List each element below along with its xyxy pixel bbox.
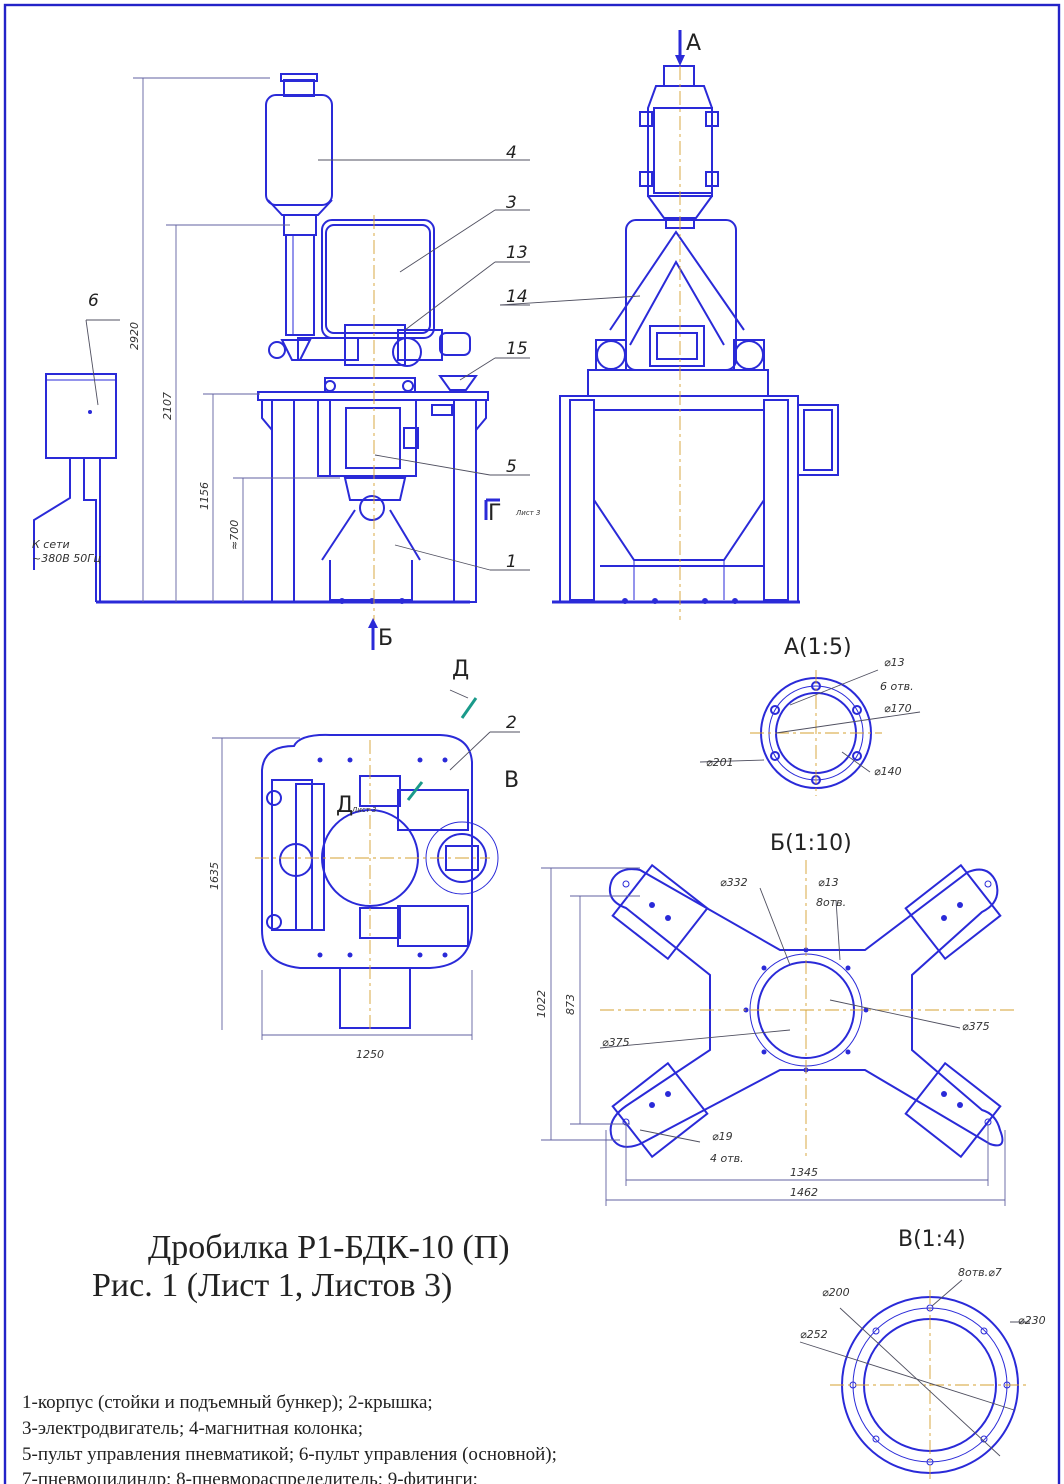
dim-2920: 2920: [128, 322, 141, 350]
view-b-d13: ⌀13: [818, 876, 839, 889]
callout-6: 6: [88, 291, 99, 311]
front-view: [33, 73, 530, 620]
legend-line-4: 7-пневмоцилиндр; 8-пневмораспределитель;…: [22, 1469, 478, 1484]
callout-3: 3: [506, 193, 517, 213]
callout-1: 1: [506, 552, 517, 572]
side-view: [499, 30, 839, 620]
dim-1156: 1156: [198, 482, 211, 510]
ref-d-label: Д: [336, 793, 353, 818]
legend-line-2: 3-электродвигатель; 4-магнитная колонка;: [22, 1418, 363, 1439]
power-label-2: ~380В 50Гц: [32, 552, 101, 565]
view-v-holes: 8отв.⌀7: [958, 1266, 1002, 1279]
view-b-d19: ⌀19: [712, 1130, 733, 1143]
callout-5: 5: [506, 457, 517, 477]
view-a-d170: ⌀170: [884, 702, 912, 715]
view-b-d375-left: ⌀375: [602, 1036, 630, 1049]
arrow-b-label: Б: [378, 626, 393, 651]
view-b-title: Б(1:10): [770, 831, 852, 856]
view-b-dim-1462: 1462: [790, 1186, 818, 1199]
view-v-d252: ⌀252: [800, 1328, 828, 1341]
top-view: [212, 689, 520, 1040]
view-v-flange: [799, 1279, 1030, 1480]
callout-13: 13: [506, 243, 528, 263]
view-a-title: А(1:5): [784, 635, 852, 660]
view-b-base-plate: [541, 860, 1015, 1206]
power-label-1: К сети: [32, 538, 70, 551]
view-v-d230: ⌀230: [1018, 1314, 1046, 1327]
callout-2: 2: [506, 713, 517, 733]
view-b-d332: ⌀332: [720, 876, 748, 889]
drawing-subtitle: Рис. 1 (Лист 1, Листов 3): [92, 1267, 452, 1304]
arrow-d-label: Д: [452, 657, 469, 682]
view-a-flange: [699, 669, 921, 796]
dim-1635: 1635: [208, 862, 221, 890]
drawing-title: Дробилка Р1-БДК-10 (П): [148, 1229, 510, 1266]
ref-g-sheet: Лист 3: [515, 509, 540, 517]
view-b-holes8: 8отв.: [816, 896, 846, 909]
view-b-d375-right: ⌀375: [962, 1020, 990, 1033]
ref-g: Г: [488, 501, 501, 526]
view-b-dim-1345: 1345: [790, 1166, 818, 1179]
view-a-holes: 6 отв.: [880, 680, 914, 693]
legend-line-1: 1-корпус (стойки и подъемный бункер); 2-…: [22, 1392, 433, 1413]
callout-14: 14: [506, 287, 528, 307]
ref-d-sheet: Лист 3: [351, 806, 376, 814]
view-b-holes4: 4 отв.: [710, 1152, 744, 1165]
ref-v-label: В: [504, 768, 519, 793]
drawing-frame: [3, 3, 1061, 1484]
legend-line-3: 5-пульт управления пневматикой; 6-пульт …: [22, 1444, 557, 1465]
view-a-d140: ⌀140: [874, 765, 902, 778]
callout-4: 4: [506, 143, 517, 163]
dim-1250: 1250: [356, 1048, 384, 1061]
view-b-dim-873: 873: [564, 994, 577, 1015]
view-b-dim-1022: 1022: [535, 990, 548, 1018]
view-v-title: В(1:4): [898, 1227, 966, 1252]
view-a-d13: ⌀13: [884, 656, 905, 669]
dim-700: ≈700: [228, 520, 241, 550]
view-a-d201: ⌀201: [706, 756, 734, 769]
callout-15: 15: [506, 339, 528, 359]
arrow-a-label: А: [686, 31, 701, 56]
dim-2107: 2107: [161, 392, 174, 420]
view-v-d200: ⌀200: [822, 1286, 850, 1299]
